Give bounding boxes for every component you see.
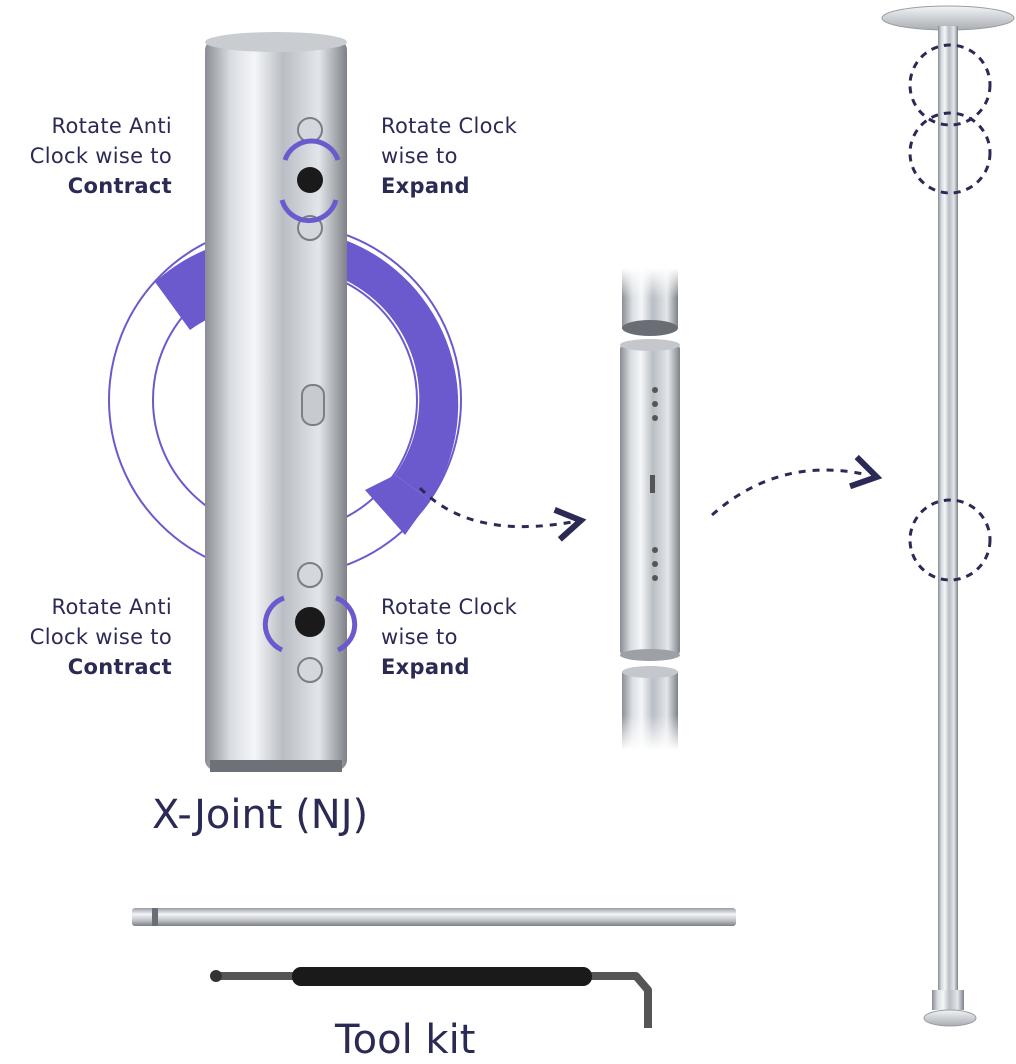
- instruction-strong: Contract: [67, 655, 172, 679]
- dashed-arrow-2: [711, 454, 883, 517]
- instruction-line2: wise to: [381, 144, 458, 168]
- instruction-strong: Expand: [381, 655, 470, 679]
- instruction-strong: Contract: [67, 174, 172, 198]
- dashed-arrow-1: [418, 486, 587, 542]
- instruction-line1: Rotate Clock: [381, 114, 518, 138]
- instruction-line1: Rotate Clock: [381, 595, 518, 619]
- instruction-line1: Rotate Anti: [51, 595, 172, 619]
- full-pole: [881, 5, 1015, 1027]
- tool-kit-title: Tool kit: [335, 1017, 476, 1063]
- instruction-strong: Expand: [381, 174, 470, 198]
- instruction-line2: Clock wise to: [29, 144, 172, 168]
- joint-assembly: [620, 268, 680, 750]
- top-left-instruction: Rotate Anti Clock wise to Contract: [0, 111, 172, 201]
- x-joint-title: X-Joint (NJ): [152, 792, 369, 838]
- tool-kit: [132, 908, 736, 1028]
- instruction-line2: wise to: [381, 625, 458, 649]
- bottom-left-instruction: Rotate Anti Clock wise to Contract: [0, 592, 172, 682]
- instruction-line1: Rotate Anti: [51, 114, 172, 138]
- x-joint-tube: [205, 32, 358, 772]
- bottom-right-instruction: Rotate Clock wise to Expand: [381, 592, 581, 682]
- instruction-line2: Clock wise to: [29, 625, 172, 649]
- top-right-instruction: Rotate Clock wise to Expand: [381, 111, 581, 201]
